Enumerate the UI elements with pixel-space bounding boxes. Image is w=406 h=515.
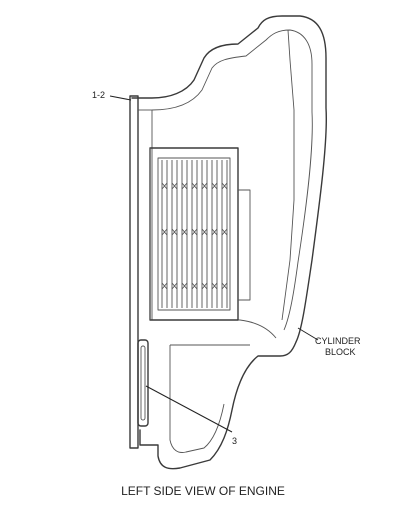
callout-cylinder-block-line1: CYLINDER bbox=[315, 336, 361, 346]
core-plate-tie bbox=[201, 182, 208, 190]
core-plate-tie bbox=[181, 282, 188, 290]
core-plate-tie bbox=[181, 228, 188, 236]
core-plate-tie bbox=[211, 228, 218, 236]
cooler-core bbox=[149, 147, 239, 321]
core-plate-tie bbox=[191, 182, 198, 190]
core-side-bracket bbox=[238, 189, 251, 301]
seal-strip-inner bbox=[140, 345, 146, 421]
housing-outline bbox=[131, 15, 327, 470]
callout-part-1-2: 1-2 bbox=[92, 90, 105, 100]
core-plate-tie bbox=[191, 228, 198, 236]
core-plate-tie bbox=[171, 282, 178, 290]
core-plate-tie bbox=[221, 282, 228, 290]
seal-strip bbox=[137, 339, 149, 427]
leader-cylinder-block bbox=[297, 327, 319, 341]
core-plate-tie bbox=[181, 182, 188, 190]
core-plate-tie bbox=[161, 182, 168, 190]
callout-cylinder-block-line2: BLOCK bbox=[325, 347, 356, 357]
block-right-detail bbox=[281, 29, 295, 321]
leader-1-2 bbox=[109, 95, 132, 101]
core-plates bbox=[161, 160, 228, 308]
core-plate-tie bbox=[161, 282, 168, 290]
core-plate-tie bbox=[221, 182, 228, 190]
mounting-plate bbox=[129, 95, 139, 449]
leader-3 bbox=[145, 385, 233, 433]
core-plate-tie bbox=[221, 228, 228, 236]
core-plate-tie bbox=[171, 228, 178, 236]
lower-housing-inner bbox=[152, 319, 277, 453]
core-plate-tie bbox=[191, 282, 198, 290]
core-plate-tie bbox=[211, 182, 218, 190]
core-plate-tie bbox=[171, 182, 178, 190]
core-plate-tie bbox=[211, 282, 218, 290]
housing-inner-contour bbox=[151, 29, 313, 331]
core-inner-frame bbox=[157, 157, 231, 311]
diagram-caption: LEFT SIDE VIEW OF ENGINE bbox=[121, 484, 285, 498]
callout-part-3: 3 bbox=[232, 436, 237, 446]
core-plate-tie bbox=[201, 282, 208, 290]
core-plate-tie bbox=[201, 228, 208, 236]
core-plate-tie bbox=[161, 228, 168, 236]
